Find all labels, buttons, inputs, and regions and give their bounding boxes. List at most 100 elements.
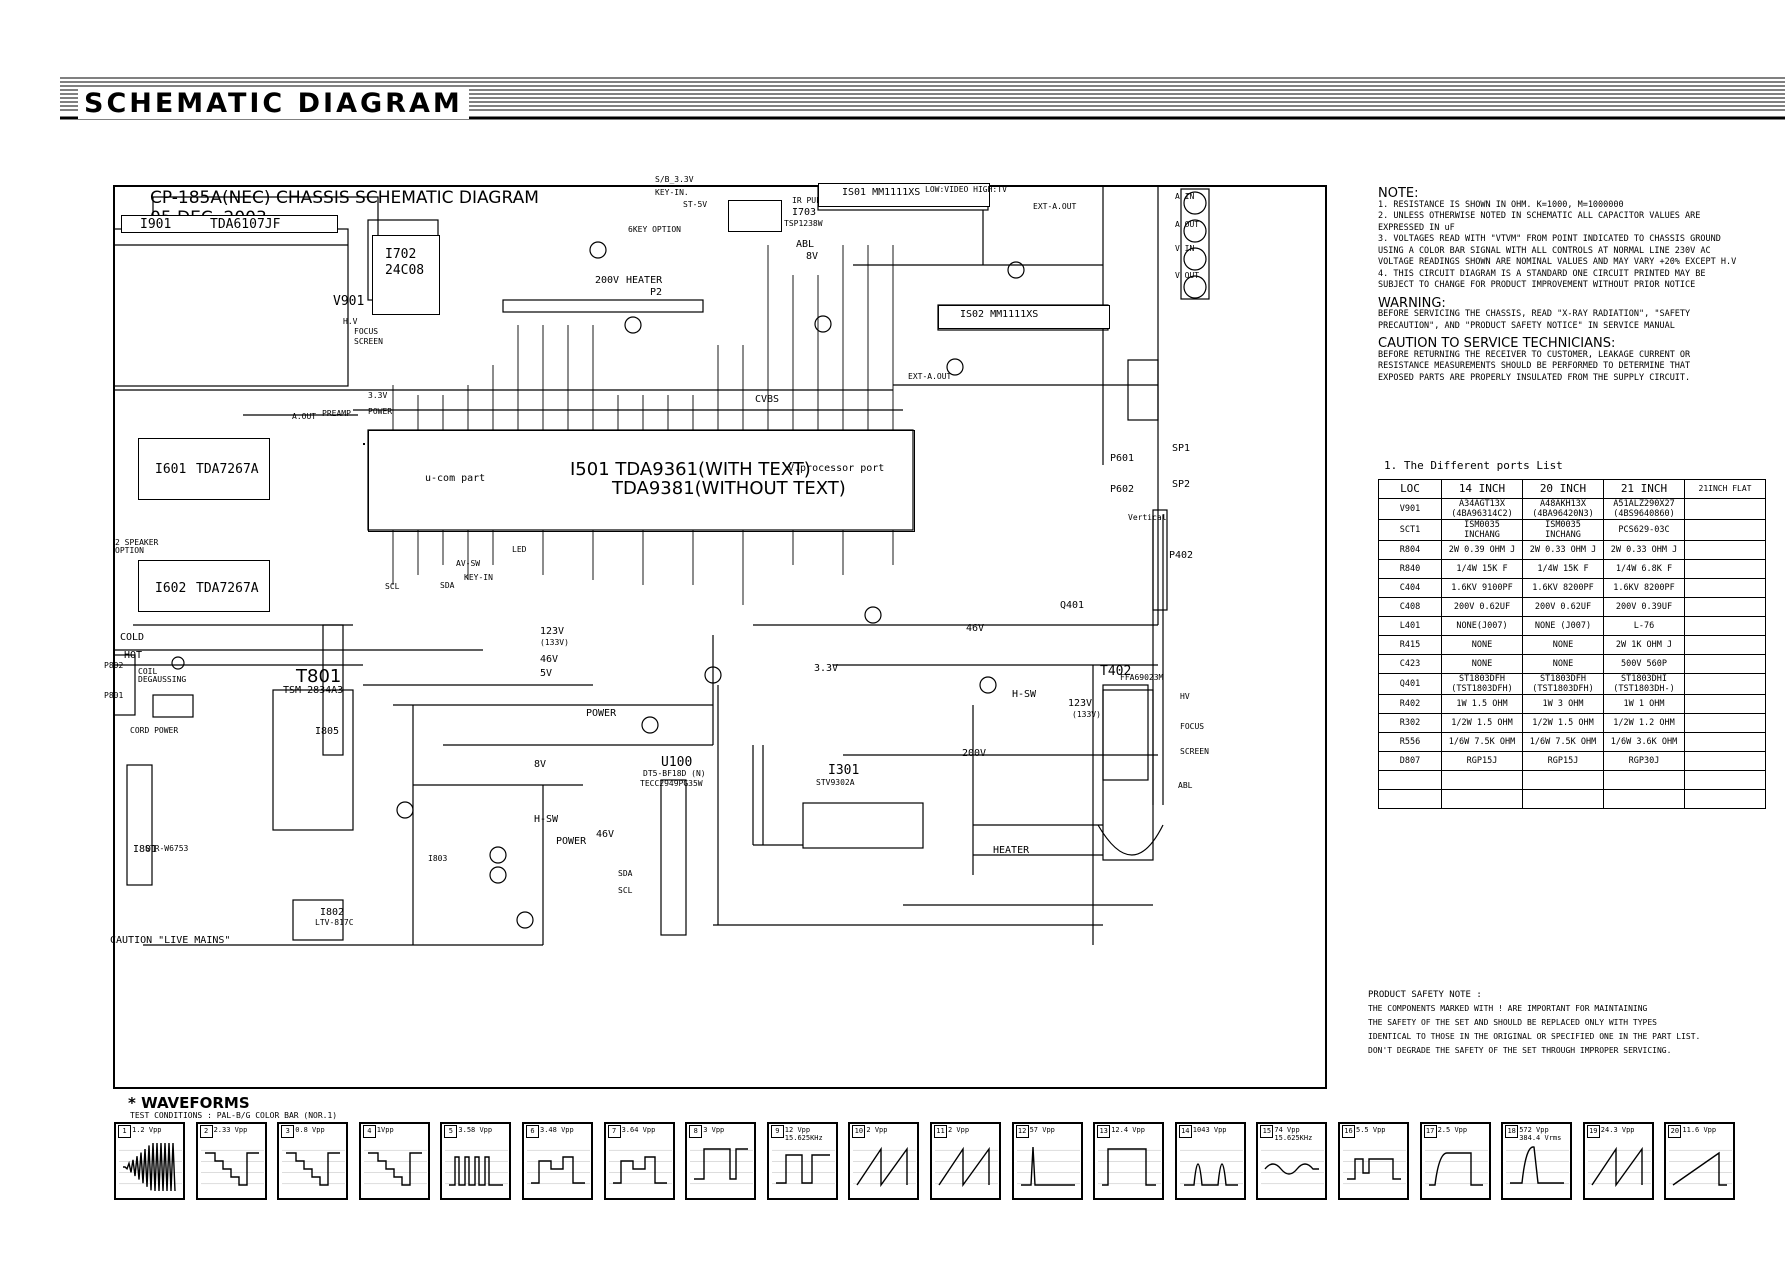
schematic-wiring bbox=[113, 185, 1210, 946]
ports-header-row: LOC 14 INCH 20 INCH 21 INCH 21INCH FLAT bbox=[1378, 479, 1766, 499]
degaussing-coil-label: COIL DEGAUSSING bbox=[138, 667, 187, 684]
waveform-amplitude: 0.8 Vpp bbox=[295, 1126, 325, 1134]
fbt-t402-part: FFA69023M bbox=[1120, 673, 1164, 682]
ports-cell: 1/6W 7.5K OHM bbox=[1522, 732, 1604, 752]
ic-i803-label: I803 bbox=[428, 854, 448, 863]
waveform-number: 2 bbox=[199, 1125, 213, 1138]
ports-cell: 1W 1.5 OHM bbox=[1441, 694, 1523, 714]
waveform-trace bbox=[363, 1149, 427, 1186]
waveform-trace bbox=[690, 1148, 754, 1185]
safety-title: PRODUCT SAFETY NOTE : bbox=[1368, 990, 1482, 1000]
waveform-line bbox=[1510, 1146, 1565, 1184]
ports-cell: PCS629-03C bbox=[1603, 519, 1685, 541]
waveform-line bbox=[1428, 1152, 1483, 1186]
ports-cell bbox=[1684, 519, 1766, 541]
waveform-number: 15 bbox=[1260, 1125, 1274, 1138]
ext-aout-label-top: EXT-A.OUT bbox=[1033, 202, 1077, 211]
standby-33v-label: S/B_3.3V bbox=[655, 175, 694, 184]
waveform-amplitude: 12 Vpp bbox=[784, 1126, 811, 1134]
scl-label-mid: SCL bbox=[385, 582, 400, 591]
hv-output-label: HV bbox=[1180, 692, 1190, 701]
safety-line: IDENTICAL TO THOSE IN THE ORIGINAL OR SP… bbox=[1368, 1032, 1701, 1041]
ports-cell: R415 bbox=[1378, 635, 1442, 655]
waveform-trace bbox=[853, 1146, 917, 1188]
tuner-u100-part-2: TECC2949PG35W bbox=[640, 779, 703, 788]
power-label-mid: POWER bbox=[586, 708, 617, 719]
ic-i601-label: I601 bbox=[155, 462, 187, 477]
waveform-amplitude: 12.4 Vpp bbox=[1111, 1126, 1145, 1134]
waveform-amplitude: 1043 Vpp bbox=[1192, 1126, 1227, 1134]
ports-cell: R804 bbox=[1378, 540, 1442, 560]
waveform-number: 9 bbox=[770, 1125, 784, 1138]
waveform-trace bbox=[1261, 1149, 1325, 1185]
waveform-amplitude: 5.5 Vpp bbox=[1356, 1126, 1386, 1134]
note-line: SUBJECT TO CHANGE FOR PRODUCT IMPROVEMEN… bbox=[1378, 280, 1696, 290]
waveforms-title: * WAVEFORMS bbox=[128, 1094, 250, 1112]
jack-v-out-label: V OUT bbox=[1175, 271, 1200, 280]
screen-output-label: SCREEN bbox=[1180, 747, 1209, 756]
waveform-amplitude: 572 Vpp bbox=[1519, 1126, 1549, 1134]
waveform-line bbox=[856, 1146, 909, 1188]
connector-p801-label: P801 bbox=[104, 691, 124, 700]
ports-cell: 1/6W 3.6K OHM bbox=[1603, 732, 1685, 752]
note-line: 3. VOLTAGES READ WITH "VTVM" FROM POINT … bbox=[1378, 234, 1721, 244]
ic-i602-part: TDA7267A bbox=[196, 581, 259, 596]
waveform-trace bbox=[771, 1149, 835, 1185]
keyin-label-mid: KEY-IN bbox=[464, 573, 493, 582]
waveform-line bbox=[612, 1156, 667, 1184]
ports-cell: R302 bbox=[1378, 713, 1442, 733]
ports-cell bbox=[1684, 654, 1766, 674]
connector-p802-label: P802 bbox=[104, 661, 124, 670]
ports-cell: ST1803DFH (TST1803DFH) bbox=[1441, 673, 1523, 695]
v200-label-top: 200V bbox=[595, 275, 620, 286]
notes-panel: NOTE: 1. RESISTANCE IS SHOWN IN OHM. K=1… bbox=[1378, 182, 1738, 384]
transformer-t801-label: T801 bbox=[296, 666, 342, 687]
speaker-sp2-label: SP2 bbox=[1172, 479, 1191, 490]
waveform-line bbox=[449, 1156, 504, 1186]
ports-cell: A51ALZ290X27 (4BS9640860) bbox=[1603, 498, 1685, 520]
caution-title: CAUTION TO SERVICE TECHNICIANS: bbox=[1378, 336, 1616, 351]
sda-label-tuner: SDA bbox=[618, 869, 633, 878]
caution-line: BEFORE RETURNING THE RECEIVER TO CUSTOME… bbox=[1378, 349, 1691, 360]
ports-cell bbox=[1684, 673, 1766, 695]
crt-hv-label: H.V bbox=[343, 317, 358, 326]
ports-table-title: 1. The Different ports List bbox=[1384, 459, 1563, 472]
note-line: 2. UNLESS OTHERWISE NOTED IN SCHEMATIC A… bbox=[1378, 211, 1701, 221]
waveform-amplitude: 3.48 Vpp bbox=[540, 1126, 574, 1134]
waveform-trace bbox=[1343, 1149, 1406, 1185]
ports-cell bbox=[1441, 770, 1523, 790]
connector-p602-label: P602 bbox=[1110, 484, 1135, 495]
waveform-number: 6 bbox=[526, 1125, 539, 1138]
v8-label: 8V bbox=[534, 759, 547, 770]
ports-cell: RGP30J bbox=[1603, 751, 1685, 771]
waveform-amplitude: 2 Vpp bbox=[948, 1126, 970, 1134]
ext-aout-label-mid: EXT-A.OUT bbox=[908, 372, 952, 381]
ports-cell: 1/2W 1.5 OHM bbox=[1441, 713, 1523, 733]
ports-cell: 200V 0.62UF bbox=[1441, 597, 1523, 617]
cord-power-label: CORD POWER bbox=[130, 726, 179, 735]
ports-cell bbox=[1378, 770, 1442, 790]
power-label-bottom: POWER bbox=[556, 836, 587, 847]
waveform-number: 5 bbox=[444, 1125, 458, 1138]
ports-cell: 1.6KV 9100PF bbox=[1441, 578, 1523, 598]
ic-i901 bbox=[121, 215, 338, 233]
ic-i802-part: LTV-817C bbox=[315, 918, 354, 927]
ic-i702-part: 24C08 bbox=[385, 263, 425, 278]
hot-side-label: HOT bbox=[124, 650, 143, 661]
waveform-number: 12 bbox=[1015, 1125, 1029, 1138]
waveform-trace bbox=[1098, 1148, 1162, 1186]
cvbs-label: CVBS bbox=[755, 394, 780, 405]
connector-p2-label: P2 bbox=[650, 287, 663, 298]
ports-cell: 1W 1 OHM bbox=[1603, 694, 1685, 714]
ports-cell: C423 bbox=[1378, 654, 1442, 674]
ports-cell bbox=[1684, 559, 1766, 579]
waveform-trace bbox=[527, 1149, 590, 1185]
ic-is01-label: IS01 MM1111XS bbox=[842, 187, 921, 198]
waveform-line bbox=[938, 1146, 990, 1188]
v133-label: (133V) bbox=[540, 638, 569, 647]
